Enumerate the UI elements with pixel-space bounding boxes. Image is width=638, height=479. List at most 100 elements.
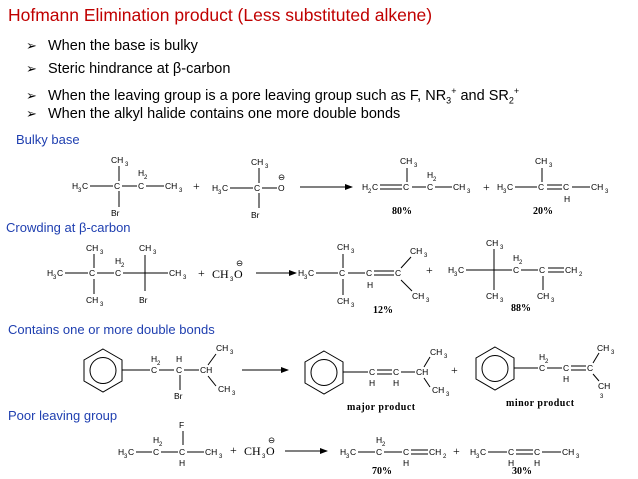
svg-text:C: C (115, 268, 121, 278)
svg-text:C: C (508, 447, 514, 457)
svg-text:3: 3 (153, 250, 157, 256)
svg-text:H: H (427, 170, 433, 180)
arrowhead-bullet-icon: ➢ (26, 38, 37, 53)
svg-text:C: C (372, 182, 378, 192)
svg-text:C: C (507, 182, 513, 192)
svg-text:C: C (538, 182, 544, 192)
svg-text:3: 3 (230, 350, 234, 356)
svg-text:H: H (497, 182, 503, 192)
svg-text:2: 2 (545, 359, 549, 365)
svg-text:H: H (362, 182, 368, 192)
svg-text:2: 2 (121, 263, 125, 269)
svg-text:3: 3 (503, 189, 507, 195)
svg-text:3: 3 (444, 354, 448, 360)
svg-text:3: 3 (426, 298, 430, 304)
svg-text:3: 3 (500, 298, 504, 304)
svg-text:3: 3 (467, 189, 471, 195)
svg-text:C: C (89, 268, 95, 278)
svg-text:3: 3 (219, 454, 223, 460)
svg-text:3: 3 (351, 249, 355, 255)
svg-text:3: 3 (100, 302, 104, 308)
svg-text:3: 3 (78, 188, 82, 194)
svg-text:CH: CH (218, 384, 230, 394)
svg-text:2: 2 (579, 272, 583, 278)
svg-text:⊖: ⊖ (236, 258, 243, 268)
svg-text:CH: CH (212, 267, 229, 281)
svg-text:H: H (448, 265, 454, 275)
svg-text:2: 2 (368, 189, 372, 195)
svg-text:CH: CH (486, 291, 498, 301)
svg-text:CH: CH (453, 182, 465, 192)
svg-text:H: H (508, 458, 514, 468)
svg-text:H: H (176, 354, 182, 364)
svg-text:CH: CH (337, 296, 349, 306)
svg-text:CH: CH (429, 447, 441, 457)
svg-text:3: 3 (183, 275, 187, 281)
svg-text:CH: CH (205, 447, 217, 457)
svg-text:CH: CH (591, 182, 603, 192)
svg-text:C: C (587, 363, 593, 373)
svg-text:C: C (534, 447, 540, 457)
svg-text:2: 2 (433, 177, 437, 183)
svg-text:C: C (128, 447, 134, 457)
svg-text:2: 2 (382, 442, 386, 448)
svg-text:+: + (193, 179, 200, 193)
condition-list: ➢When the base is bulky ➢Steric hindranc… (26, 35, 519, 125)
svg-text:CH: CH (169, 268, 181, 278)
svg-text:C: C (114, 181, 120, 191)
svg-text:3: 3 (232, 391, 236, 397)
svg-text:3: 3 (476, 454, 480, 460)
svg-text:CH: CH (244, 444, 261, 458)
svg-text:3: 3 (230, 277, 234, 283)
svg-text:3: 3 (351, 303, 355, 309)
svg-text:C: C (366, 268, 372, 278)
list-item: ➢When the leaving group is a pore leavin… (26, 86, 520, 106)
svg-text:CH: CH (537, 291, 549, 301)
svg-text:88%: 88% (511, 303, 531, 314)
svg-text:3: 3 (549, 163, 553, 169)
arrowhead-bullet-icon: ➢ (26, 60, 37, 76)
svg-text:3: 3 (576, 454, 580, 460)
svg-text:3: 3 (53, 275, 57, 281)
svg-text:3: 3 (304, 275, 308, 281)
svg-text:3: 3 (446, 392, 450, 398)
svg-text:H: H (534, 458, 540, 468)
svg-text:C: C (539, 265, 545, 275)
svg-text:C: C (254, 183, 260, 193)
svg-text:H: H (179, 458, 185, 468)
svg-text:+: + (483, 180, 490, 194)
svg-text:CH: CH (598, 381, 610, 391)
svg-text:⊖: ⊖ (278, 172, 285, 182)
svg-text:H: H (340, 447, 346, 457)
svg-text:C: C (153, 447, 159, 457)
svg-text:C: C (480, 447, 486, 457)
svg-text:C: C (376, 447, 382, 457)
svg-text:2: 2 (144, 175, 148, 181)
svg-text:20%: 20% (533, 206, 553, 217)
svg-text:CH: CH (200, 365, 212, 375)
svg-text:C: C (82, 181, 88, 191)
svg-text:C: C (222, 183, 228, 193)
section-label-crowding: Crowding at β-carbon (6, 220, 131, 235)
svg-text:CH: CH (412, 291, 424, 301)
svg-text:3: 3 (179, 188, 183, 194)
svg-text:3: 3 (346, 454, 350, 460)
svg-text:C: C (151, 365, 157, 375)
svg-text:CH: CH (251, 157, 263, 167)
svg-text:CH: CH (86, 295, 98, 305)
svg-text:major product: major product (347, 402, 416, 413)
svg-text:C: C (138, 181, 144, 191)
svg-text:Br: Br (251, 210, 260, 220)
svg-text:+: + (198, 266, 205, 280)
svg-text:3: 3 (454, 272, 458, 278)
svg-text:H: H (564, 194, 570, 204)
svg-text:12%: 12% (373, 305, 393, 316)
page-title: Hofmann Elimination product (Less substi… (8, 5, 433, 25)
benzene-ring (304, 350, 344, 395)
svg-text:CH: CH (111, 155, 123, 165)
svg-text:H: H (72, 181, 78, 191)
svg-text:CH: CH (432, 385, 444, 395)
svg-text:H: H (151, 354, 157, 364)
svg-text:H: H (403, 458, 409, 468)
